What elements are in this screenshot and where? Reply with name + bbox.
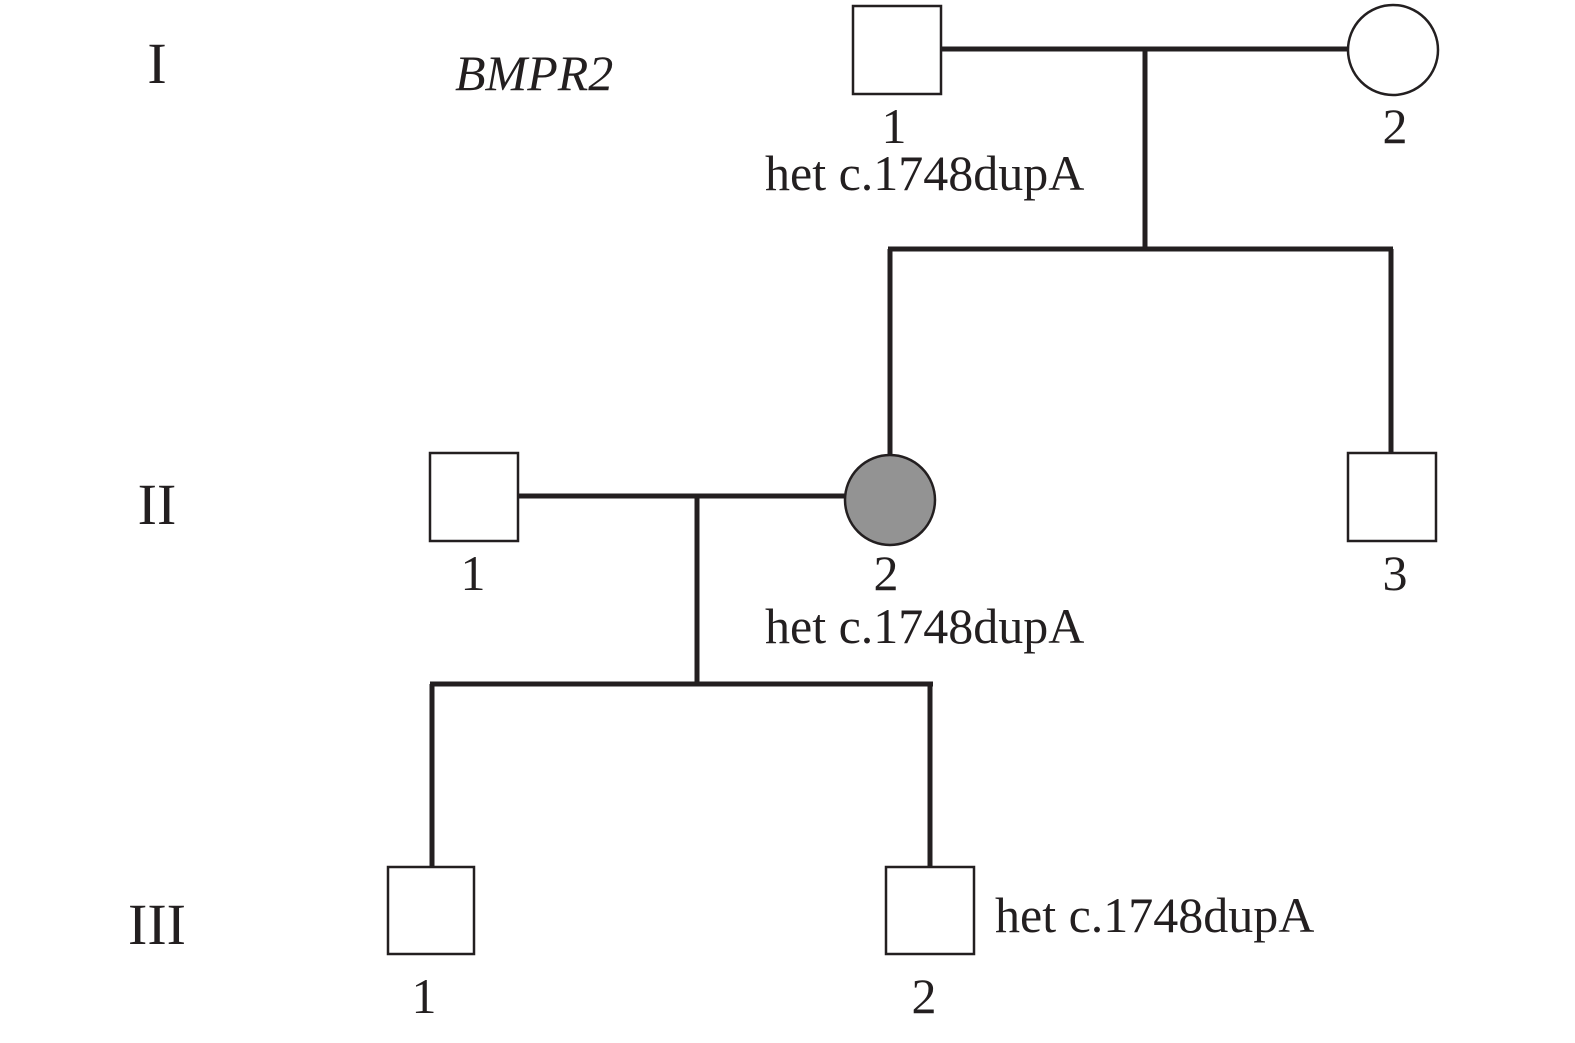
gene-label: BMPR2 <box>455 45 613 101</box>
pedigree-lines <box>429 46 1394 868</box>
individual-number-ii3: 3 <box>1383 545 1408 601</box>
individual-number-ii2: 2 <box>874 545 899 601</box>
generation-label-3: III <box>128 892 186 957</box>
individual-number-ii1: 1 <box>461 545 486 601</box>
generation-label-1: I <box>147 31 166 96</box>
individual-i1-male <box>851 4 943 96</box>
generation-label-2: II <box>138 472 177 537</box>
genotype-annotation-ii2: het c.1748dupA <box>765 598 1084 654</box>
individual-iii2-male <box>884 865 976 956</box>
individual-iii1-male <box>386 865 476 956</box>
individual-ii2-female-affected <box>843 453 937 547</box>
individual-number-i2: 2 <box>1383 98 1408 154</box>
individual-ii1-male <box>428 451 520 543</box>
individual-number-i1: 1 <box>882 98 907 154</box>
individual-ii3-male <box>1346 451 1438 543</box>
individual-number-iii1: 1 <box>412 968 437 1024</box>
genotype-annotation-i1: het c.1748dupA <box>765 145 1084 201</box>
individual-number-iii2: 2 <box>912 968 937 1024</box>
individual-i2-female <box>1346 3 1440 97</box>
genotype-annotation-iii2: het c.1748dupA <box>995 887 1314 943</box>
